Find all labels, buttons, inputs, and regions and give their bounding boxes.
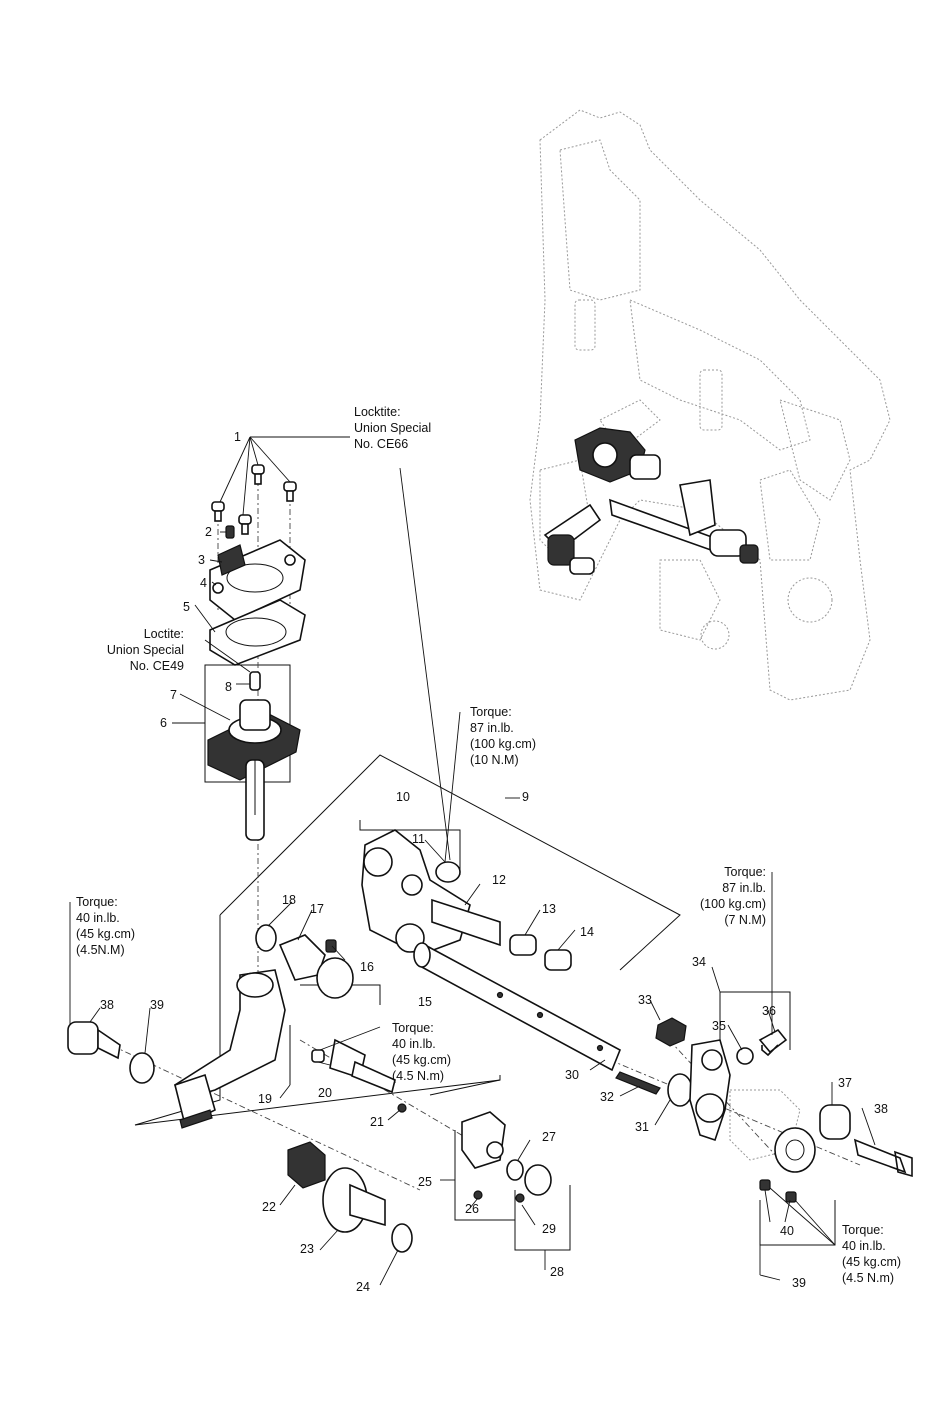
part-16-screw [325,939,337,953]
label-part-37: 37 [838,1076,852,1090]
label-part-29: 29 [542,1222,556,1236]
kit-boundaries [134,664,836,1251]
label-part-16: 16 [360,960,374,974]
label-part-18: 18 [282,893,296,907]
part-1-screws [211,464,297,535]
part-36-bolt [758,1028,788,1057]
note-torque-40-mid: Torque:40 in.lb.(45 kg.cm)(4.5 N.m) [392,1021,452,1083]
label-part-3: 3 [198,553,205,567]
label-part-4: 4 [200,576,207,590]
label-part-36: 36 [762,1004,776,1018]
part-3-4-cover [209,539,306,621]
label-part-24: 24 [356,1280,370,1294]
label-part-8: 8 [225,680,232,694]
note-torque-87-a: Torque:87 in.lb.(100 kg.cm)(10 N.M) [470,705,536,767]
part-19-rocker-arm [174,969,286,1129]
label-part-26: 26 [465,1202,479,1216]
part-33-nut [655,1017,687,1047]
part-14-collar [544,949,572,971]
label-part-7: 7 [170,688,177,702]
label-part-5: 5 [183,600,190,614]
part-13-collar [509,934,537,956]
part-5-gasket [209,599,306,666]
label-part-33: 33 [638,993,652,1007]
label-part-10: 10 [396,790,410,804]
label-part-34: 34 [692,955,706,969]
part-26-screw [473,1190,483,1200]
part-20-bushing [311,1049,325,1063]
part-15-collar [316,957,354,999]
label-part-17: 17 [310,902,324,916]
label-part-38a: 38 [100,998,114,1012]
note-torque-40-right: Torque:40 in.lb.(45 kg.cm)(4.5 N.m) [842,1223,902,1285]
label-part-38b: 38 [874,1102,888,1116]
label-part-30: 30 [565,1068,579,1082]
label-part-31: 31 [635,1120,649,1134]
leader-lines [69,436,876,1286]
part-37-collar [819,1104,851,1140]
label-part-27: 27 [542,1130,556,1144]
part-18-washer [255,924,277,952]
part-29-screw [515,1193,525,1203]
label-part-6: 6 [160,716,167,730]
label-part-21: 21 [370,1115,384,1129]
part-39-washer-left [129,1052,155,1084]
stud-torque-mid [329,1038,396,1094]
part-11-bushing [435,861,461,883]
part-28-collar [524,1164,552,1196]
label-part-14: 14 [580,925,594,939]
part-12-tube [431,898,501,947]
label-part-20: 20 [318,1086,332,1100]
note-torque-87-b: Torque:87 in.lb.(100 kg.cm)(7 N.M) [700,865,766,927]
label-part-28: 28 [550,1265,564,1279]
part-31-washer [667,1073,693,1107]
label-part-19: 19 [258,1092,272,1106]
label-part-13: 13 [542,902,556,916]
part-10-bracket [361,829,471,956]
label-part-35: 35 [712,1019,726,1033]
label-part-32: 32 [600,1090,614,1104]
part-6-7-housing [207,699,301,841]
part-23-eccentric [322,1167,386,1233]
label-part-9: 9 [522,790,529,804]
label-part-11: 11 [412,832,425,846]
part-34-crank [689,1039,801,1161]
part-25-link [461,1111,506,1169]
part-27-washer [506,1159,524,1181]
label-part-2: 2 [205,525,212,539]
label-part-15: 15 [418,995,432,1009]
part-38-bolt-right [853,1138,913,1178]
note-torque-40-left: Torque:40 in.lb.(45 kg.cm)(4.5N.M) [76,895,136,957]
machine-housing-ghost [529,109,891,701]
part-2-pin [225,525,235,539]
part-39-collar-right [759,1127,816,1203]
label-part-40: 40 [780,1224,794,1238]
part-22-block [287,1141,326,1189]
label-part-25: 25 [418,1175,432,1189]
part-30-shaft [413,942,622,1072]
label-part-1: 1 [234,430,241,444]
part-8-stud [249,671,261,691]
mini-assembly [543,427,759,575]
label-part-23: 23 [300,1242,314,1256]
label-part-12: 12 [492,873,506,887]
label-part-22: 22 [262,1200,276,1214]
part-32-key [615,1071,661,1095]
part-24-ring [391,1223,413,1253]
label-part-39a: 39 [150,998,164,1012]
label-part-39b: 39 [792,1276,806,1290]
part-35-washer [736,1047,754,1065]
part-38-bolt-left [67,1021,121,1060]
